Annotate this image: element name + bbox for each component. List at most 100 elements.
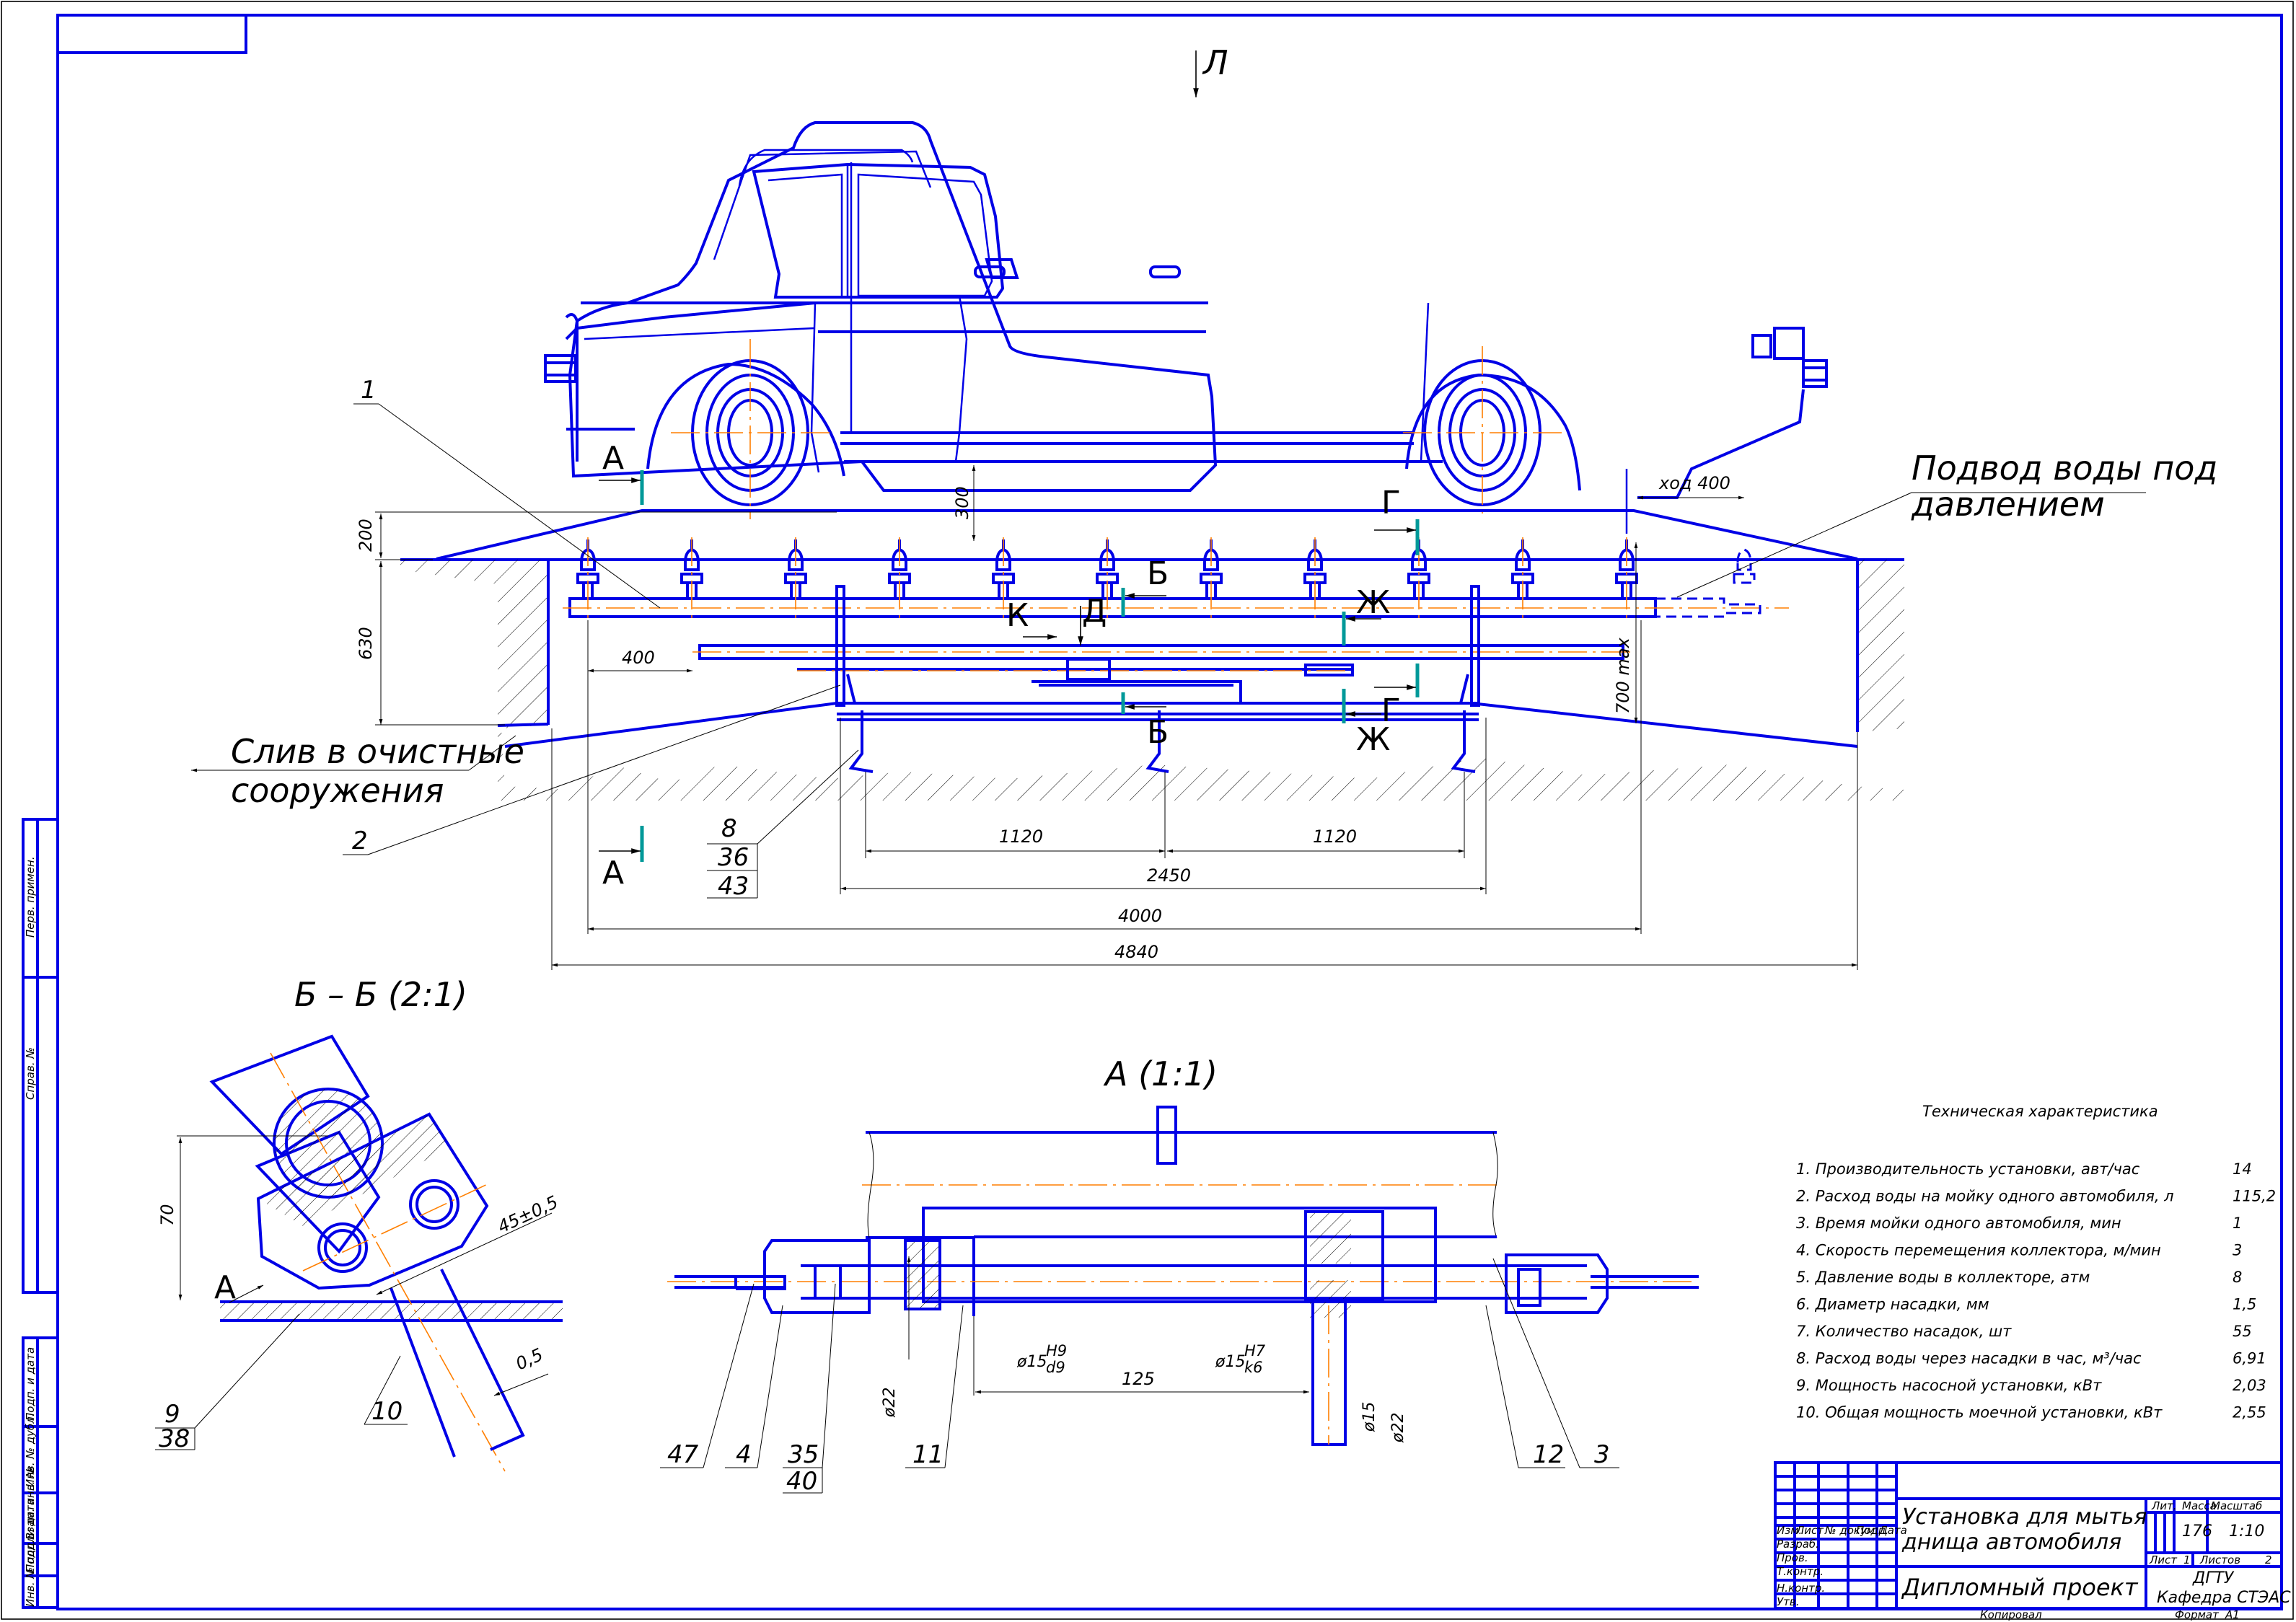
nozzle-extended-position [1733, 548, 1756, 584]
tb-lit-label: Лит. [2151, 1499, 2177, 1512]
va-callout-3: 3 [1594, 1440, 1610, 1469]
bb-view-a: А [214, 1269, 236, 1306]
tb-doc-type: Дипломный проект [1901, 1574, 2139, 1601]
dim-collector: 4000 [1118, 906, 1162, 926]
spec-row-label: 4. Скорость перемещения коллектора, м/ми… [1796, 1242, 2161, 1259]
spec-row-value: 3 [2233, 1242, 2242, 1259]
nozzle [992, 537, 1015, 620]
va-fit-15-mid: ø15 [1215, 1353, 1245, 1371]
spec-row-value: 2,55 [2233, 1404, 2266, 1422]
stamp-orig-inv: Инв. № подл. [24, 1533, 37, 1607]
bb-dim-45: 45±0,5 [495, 1192, 561, 1238]
cut-b-top: Б [1147, 555, 1169, 592]
tb-sheets-label: Листов [2199, 1553, 2240, 1566]
nozzle [1615, 537, 1638, 620]
spec-row-label: 10. Общая мощность моечной установки, кВ… [1796, 1404, 2163, 1422]
spec-row-value: 14 [2233, 1160, 2252, 1178]
cut-b-bottom: Б [1147, 714, 1169, 751]
stamp-dup-inv: Инв. № дубл. [24, 1413, 37, 1487]
tb-org-1: ДГТУ [2192, 1569, 2235, 1587]
view-a-title: А (1:1) [1103, 1054, 1218, 1093]
spec-table: Техническая характеристика 1. Производит… [1796, 1103, 2276, 1422]
nozzle [1511, 537, 1534, 620]
spec-row-value: 8 [2233, 1269, 2242, 1286]
bb-dim-gap: 0,5 [513, 1344, 546, 1375]
dim-frame: 2450 [1147, 865, 1191, 886]
va-fit-15-mid-tol-h: H7 [1244, 1342, 1266, 1359]
tb-role-check: Пров. [1777, 1551, 1808, 1564]
dim-stroke: ход 400 [1658, 473, 1730, 493]
spec-row-value: 1 [2233, 1215, 2242, 1232]
stamp-repl-inv: Взам. инв. № [24, 1466, 37, 1540]
va-callout-4: 4 [736, 1440, 752, 1469]
callout-2: 2 [352, 827, 368, 855]
dim-ramp-height: 200 [356, 519, 376, 552]
tb-sheets: 2 [2265, 1553, 2272, 1566]
va-fit-15-left: ø15 [1016, 1353, 1047, 1371]
va-dim-125: 125 [1122, 1369, 1155, 1389]
spec-row-value: 115,2 [2233, 1188, 2276, 1205]
tb-role-dev: Разраб. [1777, 1538, 1819, 1551]
spec-title: Техническая характеристика [1922, 1103, 2158, 1120]
spec-row-label: 3. Время мойки одного автомобиля, мин [1796, 1215, 2121, 1232]
title-block: Изм. Лист № докум. Подп. Дата Разраб. Пр… [1774, 1461, 2291, 1621]
tb-name-2: днища автомобиля [1901, 1530, 2121, 1555]
tb-role-tcontrol: Т.контр. [1777, 1565, 1824, 1578]
dim-nozzle-pitch: 400 [622, 648, 655, 668]
va-callout-35: 35 [788, 1440, 819, 1469]
tb-h-izm: Изм. [1777, 1524, 1802, 1537]
dim-span-1: 1120 [999, 827, 1043, 847]
stamp-sign-date-1: Подп. и дата [24, 1347, 37, 1421]
tb-org-2: Кафедра СТЭАС [2157, 1589, 2291, 1607]
cut-a-bottom: А [602, 855, 624, 891]
tb-sheet-label: Лист [2149, 1553, 2178, 1566]
va-fit-15-right: ø15 [1360, 1402, 1378, 1432]
bb-callout-10: 10 [371, 1397, 403, 1426]
tb-mass: 176 [2182, 1522, 2212, 1541]
tb-mass-label: Масса [2182, 1499, 2217, 1512]
va-callout-12: 12 [1533, 1440, 1564, 1469]
va-callout-47: 47 [667, 1440, 699, 1469]
spec-row-label: 7. Количество насадок, шт [1796, 1323, 2012, 1340]
dim-clearance: 300 [952, 486, 972, 519]
note-water-supply-2: давлением [1911, 485, 2105, 524]
spec-row-value: 55 [2233, 1323, 2252, 1340]
va-callout-40: 40 [786, 1467, 817, 1496]
note-drain-1: Слив в очистные [231, 732, 524, 771]
tb-name-1: Установка для мытья [1902, 1504, 2147, 1530]
section-bb: Б – Б (2:1) 70 45±0,5 0,5 А 10 [155, 975, 563, 1472]
view-mark-d: Д [1082, 593, 1107, 630]
cut-g-top: Г [1381, 485, 1401, 521]
va-fit-15-left-tol-h: H9 [1046, 1342, 1067, 1359]
tb-role-ncontrol: Н.контр. [1777, 1582, 1825, 1595]
spec-row-label: 1. Производительность установки, авт/час [1796, 1160, 2140, 1178]
nozzle [1096, 537, 1119, 620]
nozzle [888, 537, 911, 620]
va-fit-15-left-tol-s: d9 [1046, 1359, 1065, 1376]
main-callouts: 1 2 8 36 43 [343, 376, 859, 901]
side-stamp [22, 818, 59, 1609]
dim-span-2: 1120 [1313, 827, 1357, 847]
cut-markers: А А Г Г Б Б Ж Ж К Д [599, 440, 1420, 891]
section-bb-title: Б – Б (2:1) [294, 975, 467, 1014]
cut-a-top: А [602, 440, 624, 477]
car-side-view: Л [544, 43, 1828, 534]
va-fit-22-left: ø22 [881, 1388, 899, 1418]
tb-role-approve: Утв. [1777, 1595, 1800, 1608]
tb-h-date: Дата [1878, 1524, 1907, 1537]
va-fit-15-mid-tol-s: k6 [1244, 1359, 1263, 1376]
view-a: А (1:1) [660, 1054, 1699, 1496]
spec-row-label: 9. Мощность насосной установки, кВт [1796, 1377, 2102, 1394]
tb-scale: 1:10 [2229, 1522, 2264, 1541]
bb-dim-70: 70 [157, 1204, 177, 1226]
nozzle [1200, 537, 1223, 620]
main-dimensions: 300 200 630 400 ход 400 700 max 1120 112… [356, 465, 1858, 970]
callout-stack-36: 36 [718, 843, 749, 872]
nozzle [576, 537, 599, 620]
dim-pit: 4840 [1114, 942, 1158, 962]
callout-1: 1 [361, 376, 377, 405]
tb-scale-label: Масштаб [2211, 1499, 2262, 1512]
spec-row-label: 2. Расход воды на мойку одного автомобил… [1796, 1188, 2174, 1205]
